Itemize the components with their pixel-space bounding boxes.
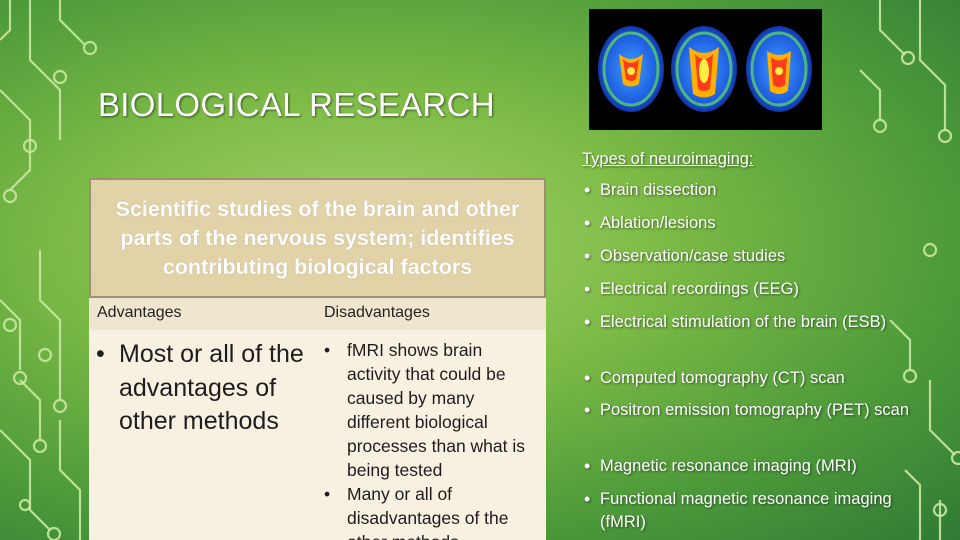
table-header-row: Advantages Disadvantages — [89, 298, 546, 331]
neuroimaging-item: Electrical stimulation of the brain (ESB… — [584, 311, 940, 334]
advantages-header: Advantages — [97, 304, 182, 321]
neuroimaging-item: Computed tomography (CT) scan — [584, 367, 940, 390]
advantage-item: Most or all of the advantages of other m… — [89, 338, 315, 439]
disadvantage-item: Many or all of disadvantages of the othe… — [319, 482, 539, 540]
neuroimaging-item: Magnetic resonance imaging (MRI) — [584, 455, 940, 478]
neuroimaging-item: Observation/case studies — [584, 245, 940, 268]
disadvantages-header: Disadvantages — [324, 304, 430, 321]
neuroimaging-heading: Types of neuroimaging: — [582, 150, 754, 168]
neuroimaging-item: Brain dissection — [584, 179, 940, 202]
definition-text: Scientific studies of the brain and othe… — [115, 196, 520, 279]
advantages-cell: Most or all of the advantages of other m… — [89, 338, 315, 439]
neuroimaging-item: Ablation/lesions — [584, 212, 940, 235]
disadvantages-cell: fMRI shows brain activity that could be … — [319, 338, 539, 540]
disadvantage-item: fMRI shows brain activity that could be … — [319, 338, 539, 482]
brain-scan-image — [589, 9, 822, 130]
table-body-row: Most or all of the advantages of other m… — [89, 330, 546, 540]
slide-title: BIOLOGICAL RESEARCH — [98, 86, 495, 123]
neuroimaging-item: Electrical recordings (EEG) — [584, 278, 940, 301]
definition-cell: Scientific studies of the brain and othe… — [89, 178, 546, 298]
neuroimaging-item: Functional magnetic resonance imaging (f… — [584, 488, 940, 534]
neuroimaging-item: Positron emission tomography (PET) scan — [584, 399, 940, 422]
comparison-table: Scientific studies of the brain and othe… — [89, 178, 546, 540]
